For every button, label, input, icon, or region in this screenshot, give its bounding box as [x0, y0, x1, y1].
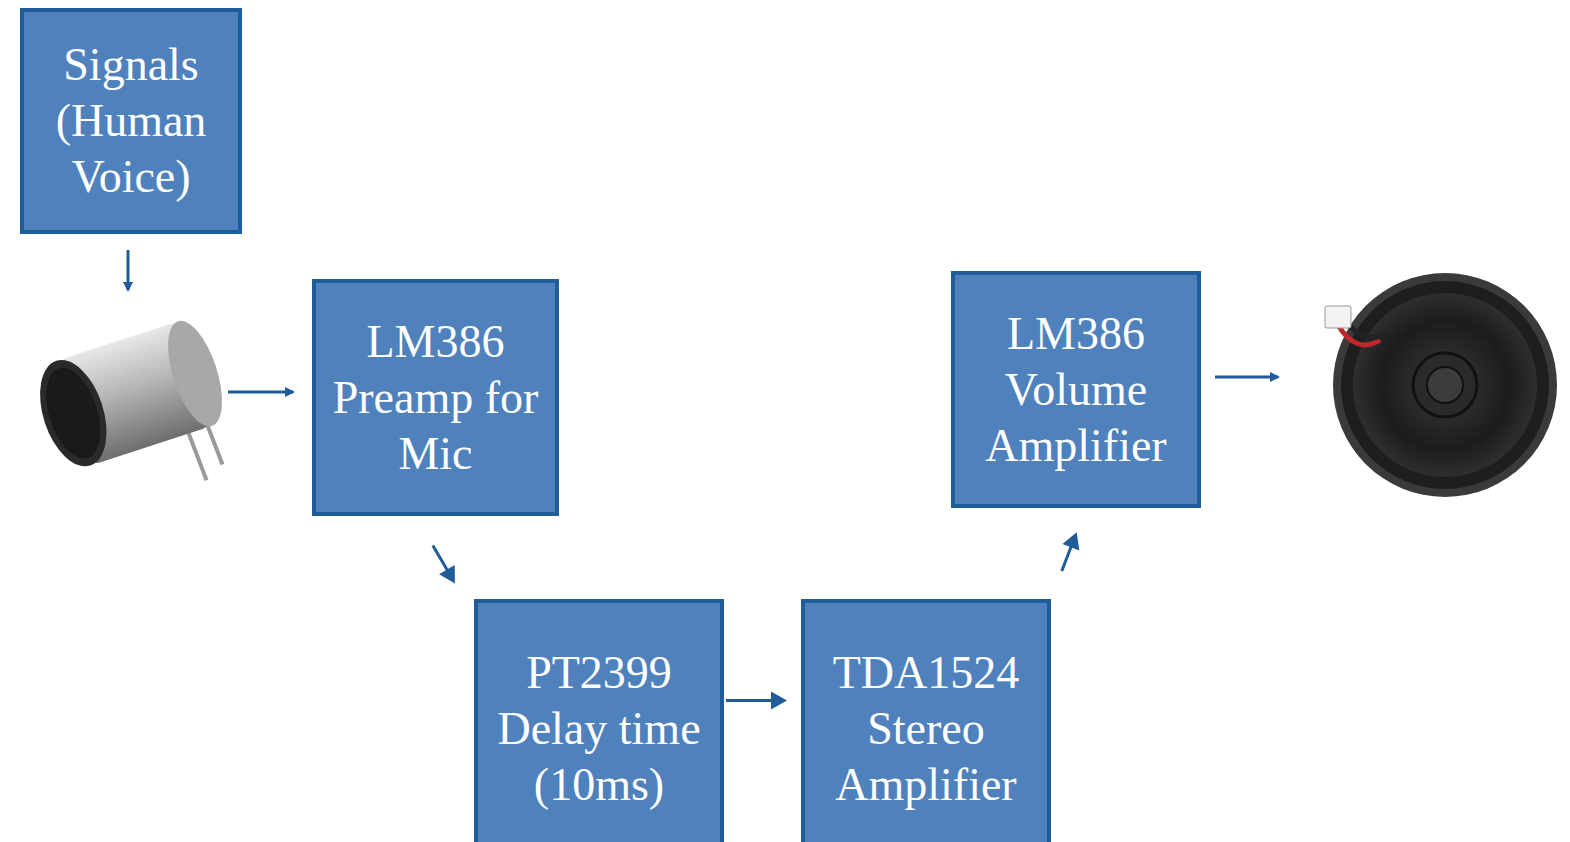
- process-box: LM386 Volume Amplifier: [951, 271, 1201, 508]
- connector-arrow: [1062, 532, 1080, 571]
- arrowhead: [771, 691, 787, 709]
- box-label: PT2399 Delay time (10ms): [488, 645, 710, 813]
- speaker: [1325, 273, 1557, 497]
- box-label: LM386 Preamp for Mic: [326, 314, 545, 482]
- connector-arrow: [726, 691, 787, 709]
- microphone: [28, 315, 249, 523]
- arrowhead: [1063, 532, 1080, 550]
- box-label: LM386 Volume Amplifier: [965, 306, 1187, 474]
- box-label: TDA1524 Stereo Amplifier: [815, 645, 1037, 813]
- connector-line: [726, 699, 773, 702]
- process-box: LM386 Preamp for Mic: [312, 279, 559, 516]
- arrow: [1215, 376, 1278, 379]
- connector-line: [433, 545, 448, 571]
- connector-line: [1062, 545, 1072, 571]
- arrow: [127, 250, 130, 290]
- connector-arrow: [433, 545, 455, 583]
- arrowhead: [439, 565, 455, 583]
- process-box: Signals (Human Voice): [20, 8, 242, 234]
- box-label: Signals (Human Voice): [34, 37, 228, 205]
- arrow: [228, 391, 293, 394]
- process-box: TDA1524 Stereo Amplifier: [801, 599, 1051, 842]
- process-box: PT2399 Delay time (10ms): [474, 599, 724, 842]
